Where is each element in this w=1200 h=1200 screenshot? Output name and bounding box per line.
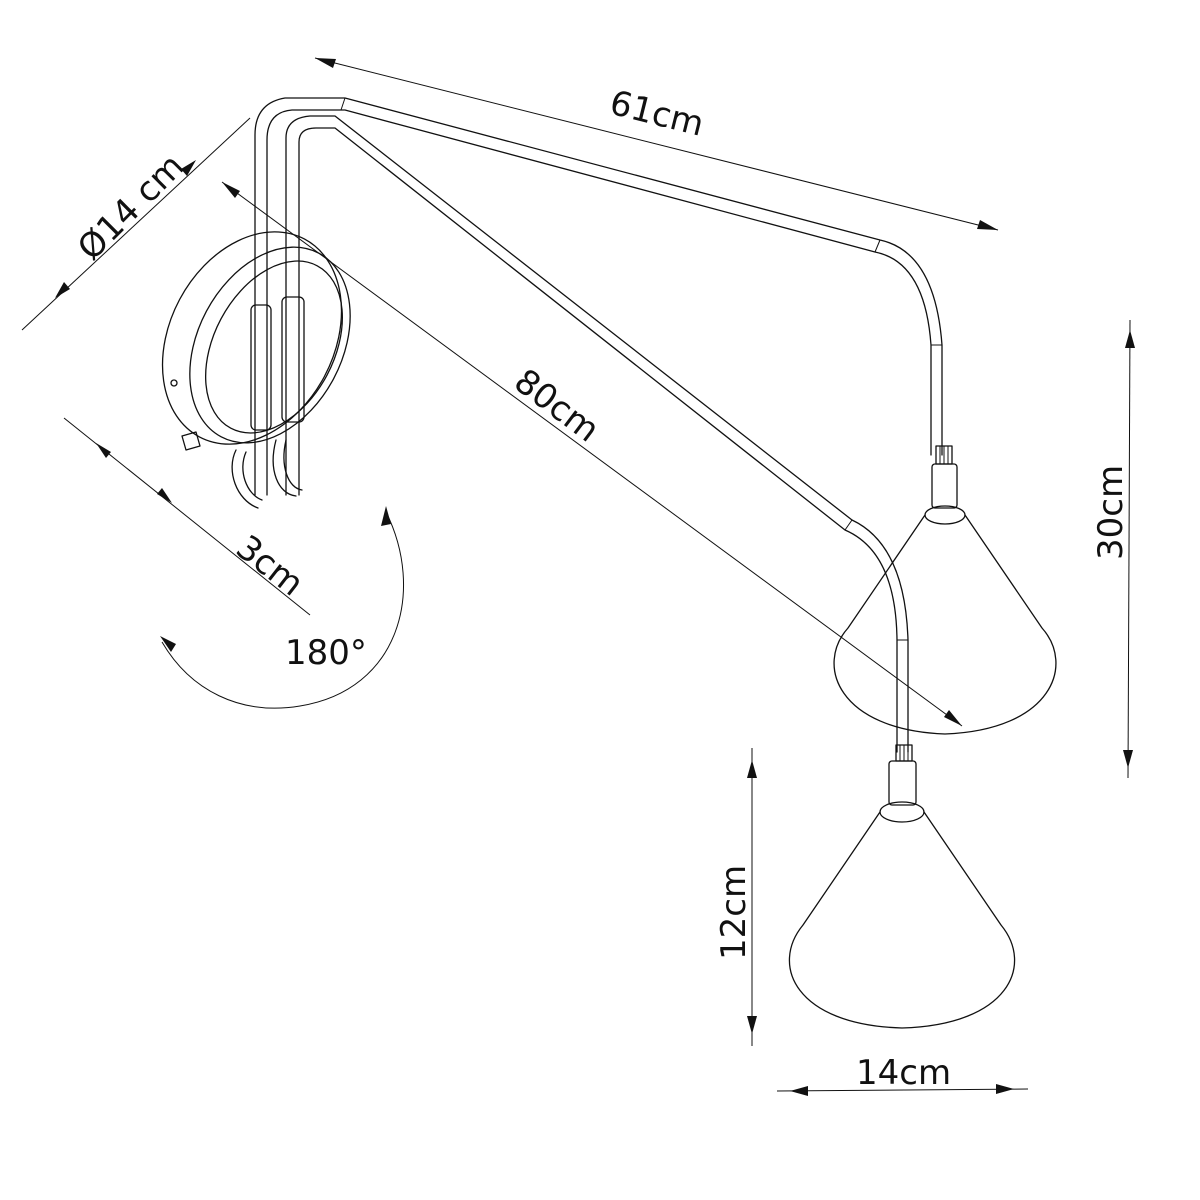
dimension-upper-drop: 30cm	[1091, 319, 1135, 779]
upper-arm	[250, 97, 943, 496]
label-rotation: 180°	[285, 633, 367, 673]
dimension-61cm: 61cm	[314, 57, 999, 231]
label-plate-diameter: Ø14 cm	[70, 146, 192, 268]
label-80cm: 80cm	[507, 361, 607, 450]
dimension-rotation: 180°	[160, 506, 404, 709]
lower-arm	[281, 115, 909, 753]
lower-shade	[788, 744, 1016, 1029]
dimension-shade-width: 14cm	[776, 1053, 1029, 1096]
dimension-plate-diameter: Ø14 cm	[21, 117, 251, 331]
upper-shade	[833, 445, 1057, 735]
label-plate-depth: 3cm	[228, 528, 311, 605]
label-shade-width: 14cm	[856, 1053, 951, 1093]
dimension-shade-height: 12cm	[714, 748, 757, 1046]
label-upper-drop: 30cm	[1091, 465, 1131, 560]
label-shade-height: 12cm	[714, 865, 754, 960]
